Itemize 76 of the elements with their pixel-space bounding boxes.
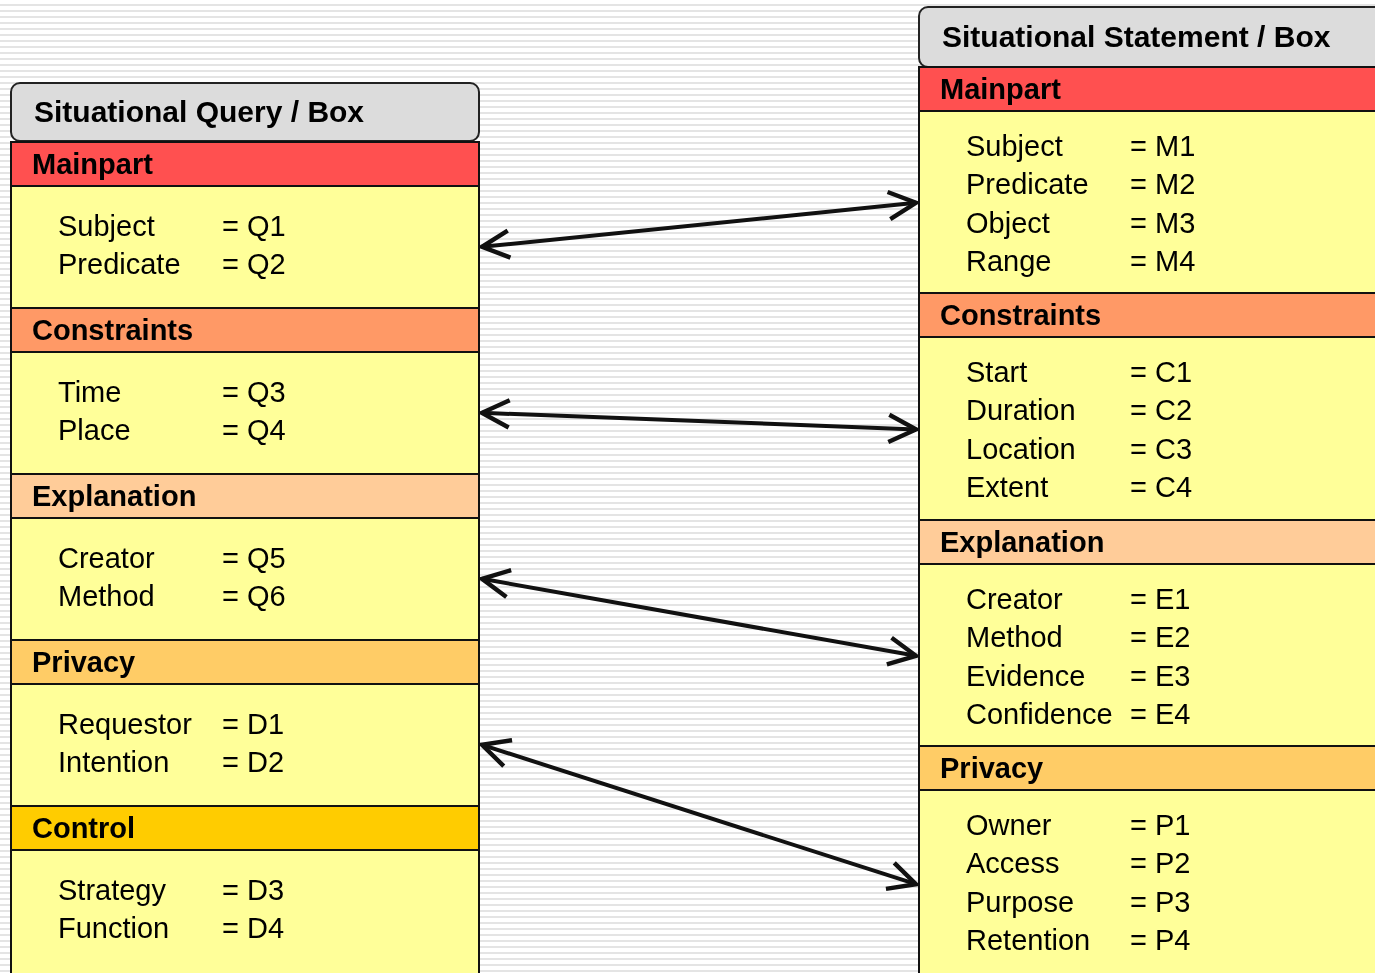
field-value: = D1 [222,707,285,741]
field-name: Retention [966,922,1091,957]
field-value: = E4 [1130,696,1191,731]
field-name: Duration [966,393,1076,428]
field-name: Time [58,375,122,409]
field-name: Method [58,579,155,614]
field-value: = P4 [1130,922,1191,957]
double-arrow [479,568,919,667]
field-value: = M3 [1130,205,1196,240]
field-value: = P2 [1130,846,1191,881]
field-value: = C4 [1130,469,1193,504]
double-arrow [479,189,919,260]
section-header: Mainpart [12,143,478,187]
section-box [10,805,480,973]
double-arrow [479,738,919,892]
field-name: Subject [966,129,1063,163]
field-value: = Q3 [222,375,286,409]
field-value: = Q5 [222,541,286,575]
field-value: = P1 [1130,808,1191,842]
section-header: Privacy [920,747,1375,791]
section-box [918,745,1375,973]
field-name: Object [966,205,1050,240]
field-name: Purpose [966,884,1074,919]
field-value: = C1 [1130,355,1193,389]
section-box [918,66,1375,294]
field-value: = M2 [1130,167,1196,202]
field-value: = D2 [222,745,285,780]
field-value: = E1 [1130,582,1191,616]
title-box: Situational Statement / Box [918,6,1375,68]
field-name: Function [58,911,170,946]
section-header: Constraints [920,294,1375,338]
field-name: Intention [58,745,170,780]
field-value: = P3 [1130,884,1191,919]
field-name: Start [966,355,1028,389]
field-value: = C3 [1130,431,1193,466]
field-name: Extent [966,469,1049,504]
field-value: = E3 [1130,658,1191,693]
field-name: Owner [966,808,1052,842]
double-arrow [479,398,919,445]
field-name: Location [966,431,1076,466]
field-name: Evidence [966,658,1086,693]
section-box [10,473,480,641]
title-box: Situational Query / Box [10,82,480,142]
field-name: Place [58,413,131,448]
field-name: Requestor [58,707,192,741]
field-value: = M1 [1130,129,1196,163]
section-header: Constraints [12,309,478,353]
section-box [10,141,480,309]
field-name: Subject [58,209,155,243]
field-value: = D4 [222,911,285,946]
section-box [10,307,480,475]
field-name: Range [966,243,1052,278]
field-name: Creator [966,582,1063,616]
section-header: Explanation [920,521,1375,565]
field-name: Predicate [58,247,181,282]
section-box [10,639,480,807]
section-header: Control [12,807,478,851]
section-header: Mainpart [920,68,1375,112]
field-value: = Q2 [222,247,286,282]
field-name: Access [966,846,1060,881]
field-value: = Q1 [222,209,286,243]
field-value: = Q4 [222,413,286,448]
field-value: = Q6 [222,579,286,614]
field-name: Confidence [966,696,1113,731]
field-name: Strategy [58,873,166,907]
section-box [918,292,1375,521]
field-value: = E2 [1130,620,1191,655]
field-name: Method [966,620,1063,655]
field-value: = D3 [222,873,285,907]
section-header: Explanation [12,475,478,519]
section-box [918,519,1375,747]
field-name: Creator [58,541,155,575]
field-value: = C2 [1130,393,1193,428]
field-value: = M4 [1130,243,1196,278]
section-header: Privacy [12,641,478,685]
field-name: Predicate [966,167,1089,202]
